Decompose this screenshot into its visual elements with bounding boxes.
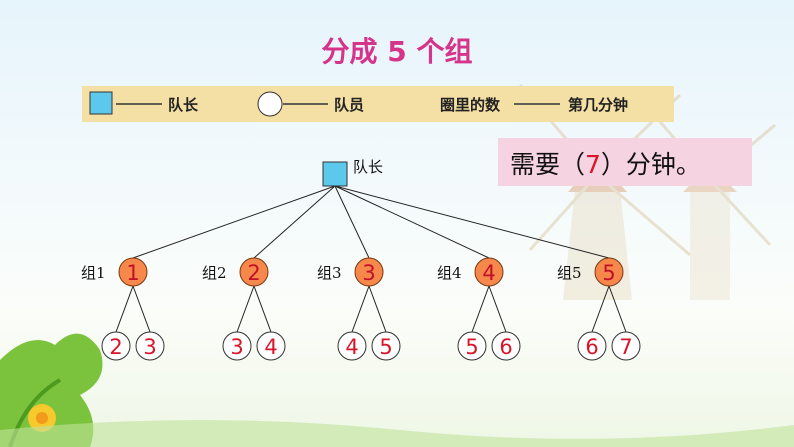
member-node-number: 3 <box>230 335 243 359</box>
member-node-number: 6 <box>499 335 512 359</box>
group-label: 组5 <box>557 264 582 282</box>
member-node <box>371 331 401 361</box>
member-node <box>101 331 131 361</box>
group-node-number: 4 <box>482 261 495 285</box>
answer-value: 7 <box>585 150 601 179</box>
member-node-number: 4 <box>264 335 277 359</box>
answer-suffix: ）分钟。 <box>600 150 701 179</box>
member-circle-icon <box>257 91 283 117</box>
member-node <box>256 331 286 361</box>
branch-line <box>488 285 507 333</box>
member-node-number: 5 <box>465 335 478 359</box>
group-label: 组4 <box>437 264 462 282</box>
branch-line <box>591 285 610 333</box>
legend-leader-label: 队长 <box>168 96 199 114</box>
leader-square-icon <box>322 161 348 187</box>
member-node-number: 4 <box>345 335 358 359</box>
legend-graphics <box>89 91 560 117</box>
group-node-number: 1 <box>126 261 139 285</box>
branch-line <box>471 285 490 333</box>
branch-line <box>334 185 490 259</box>
member-node <box>222 331 252 361</box>
group-node <box>474 257 504 287</box>
answer-box: 需要（7）分钟。 <box>498 138 752 186</box>
member-node-number: 3 <box>143 335 156 359</box>
member-node <box>611 331 641 361</box>
member-node <box>577 331 607 361</box>
branch-line <box>132 285 151 333</box>
branch-line <box>236 285 255 333</box>
branch-line <box>253 185 336 259</box>
member-node-number: 7 <box>619 335 632 359</box>
group-node <box>354 257 384 287</box>
group-node <box>594 257 624 287</box>
branch-line <box>132 185 336 259</box>
branch-line <box>334 185 370 259</box>
grass-strip <box>0 420 794 447</box>
group-node <box>118 257 148 287</box>
group-label: 组1 <box>81 264 106 282</box>
member-node <box>135 331 165 361</box>
member-node-number: 5 <box>379 335 392 359</box>
branch-line <box>334 185 610 259</box>
branch-line <box>608 285 627 333</box>
leader-square-icon <box>89 91 113 115</box>
branch-line <box>115 285 134 333</box>
group-node <box>239 257 269 287</box>
member-node-number: 6 <box>585 335 598 359</box>
legend-member-label: 队员 <box>334 96 365 114</box>
group-node-number: 5 <box>602 261 615 285</box>
member-node <box>491 331 521 361</box>
page-title: 分成 5 个组 <box>321 35 473 68</box>
answer-prefix: 需要（ <box>510 150 586 179</box>
legend-number-label: 圈里的数 <box>440 96 501 114</box>
branch-line <box>351 285 370 333</box>
group-label: 组3 <box>317 264 342 282</box>
branch-line <box>368 285 387 333</box>
legend-bar: 队长 队员 圈里的数 第几分钟 <box>82 86 674 122</box>
root-leader-label: 队长 <box>353 158 384 176</box>
branch-line <box>253 285 272 333</box>
member-node <box>457 331 487 361</box>
member-node-number: 2 <box>109 335 122 359</box>
member-node <box>337 331 367 361</box>
group-label: 组2 <box>202 264 227 282</box>
group-node-number: 2 <box>247 261 260 285</box>
group-node-number: 3 <box>362 261 375 285</box>
legend-minute-label: 第几分钟 <box>568 96 629 114</box>
